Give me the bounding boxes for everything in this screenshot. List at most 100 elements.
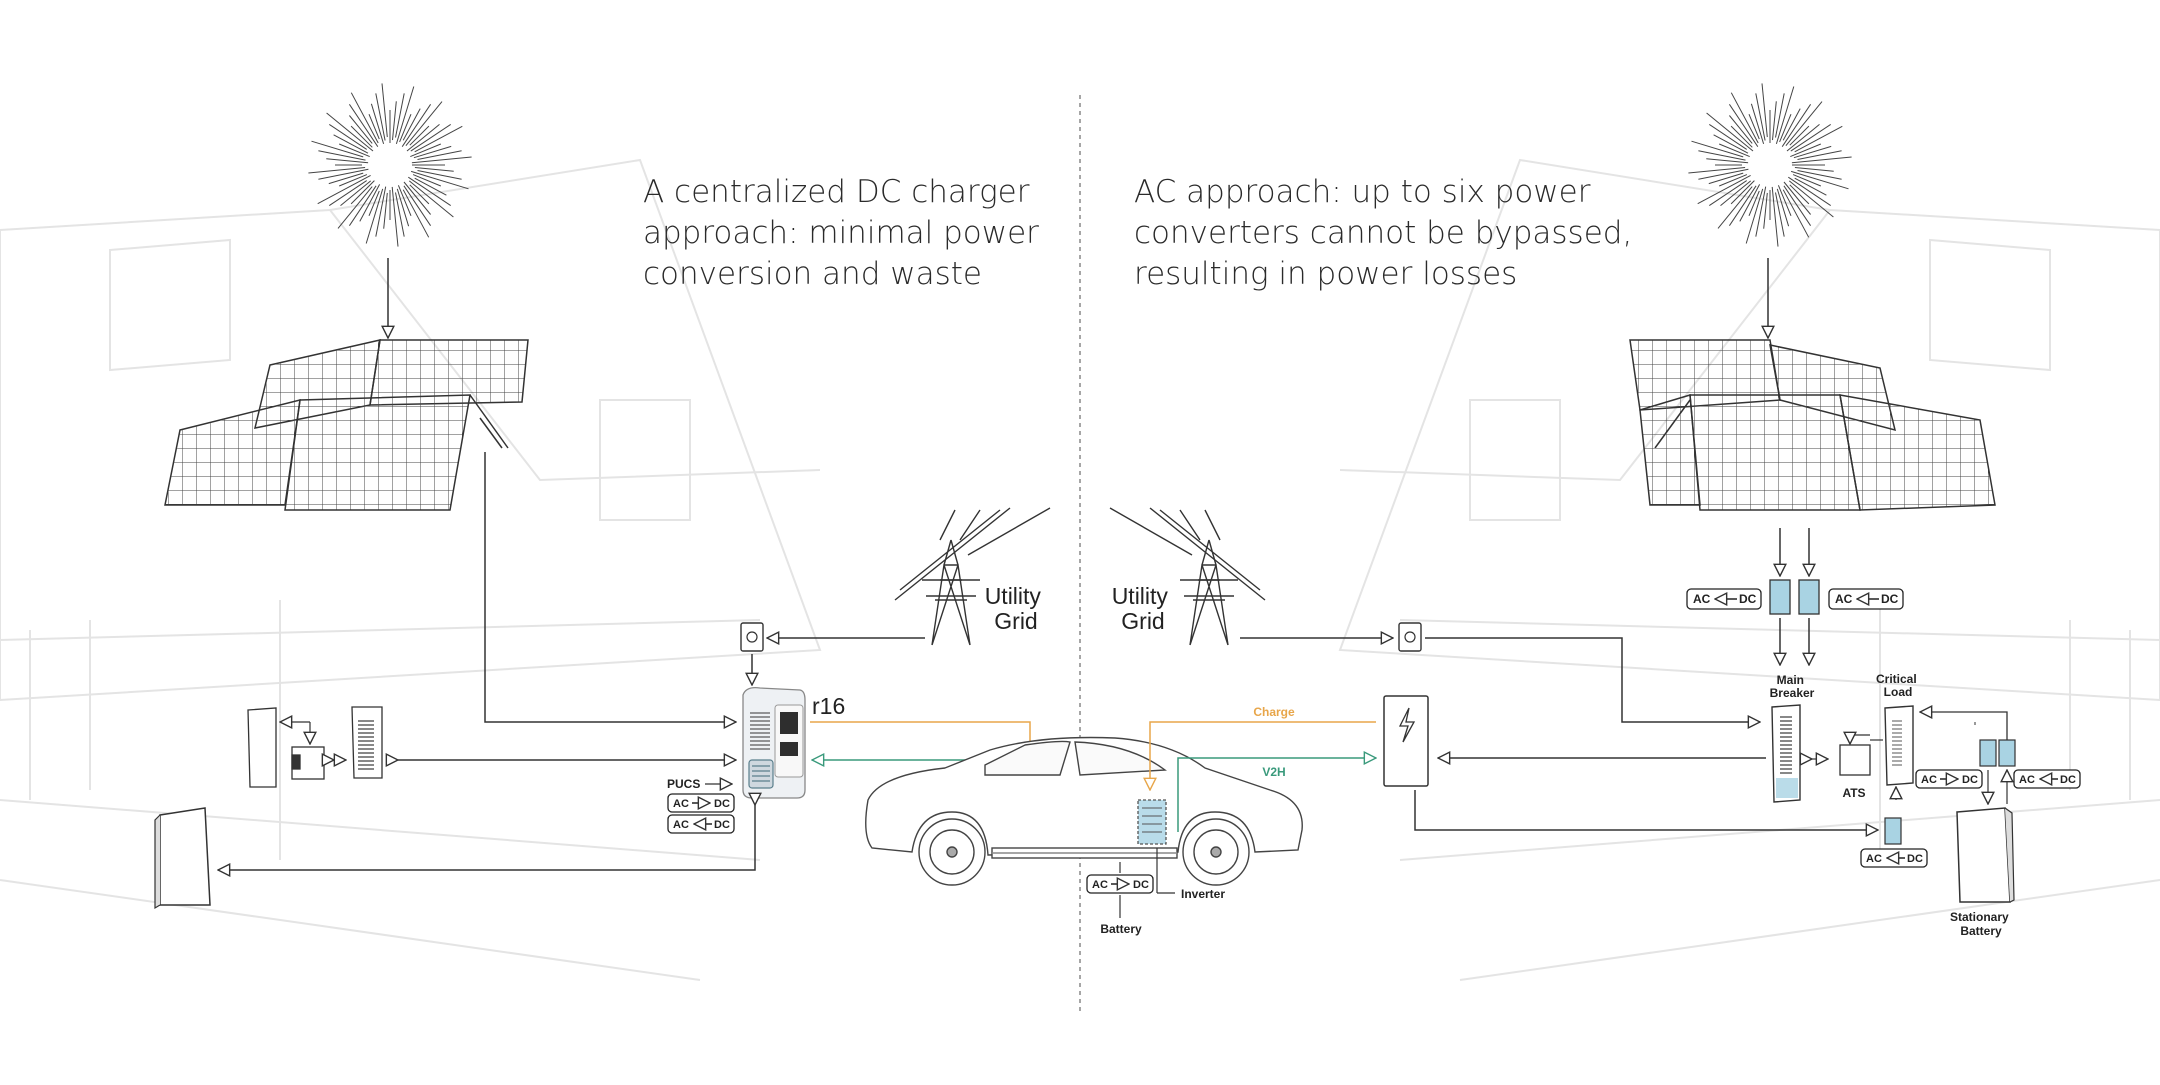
sun-ray: [1794, 146, 1831, 157]
utility-grid-label-left: Utility Grid: [985, 583, 1048, 634]
svg-text:DC: DC: [1739, 592, 1757, 606]
sun-ray: [329, 124, 366, 149]
sun-ray: [351, 126, 372, 147]
svg-text:DC: DC: [1907, 853, 1923, 865]
ats-label: ATS: [1842, 786, 1865, 800]
stationary-battery-label: Stationary Battery: [1950, 910, 2012, 938]
svg-text:AC: AC: [1866, 853, 1882, 865]
car-battery-pack: [1138, 800, 1166, 844]
sun-ray: [1776, 87, 1793, 144]
ac-charger: [1384, 696, 1428, 786]
sun-ray: [411, 171, 468, 188]
sun-ray: [1772, 187, 1778, 247]
svg-text:DC: DC: [714, 819, 730, 831]
svg-text:DC: DC: [1881, 592, 1899, 606]
svg-text:DC: DC: [2060, 774, 2076, 786]
svg-text:AC: AC: [673, 819, 689, 831]
sun-ray: [318, 175, 371, 203]
sun-icon-left: [308, 83, 471, 246]
dc-to-ac-badge-panel-1: AC DC: [1687, 589, 1761, 609]
svg-text:DC: DC: [714, 798, 730, 810]
pucs-label: PUCS: [667, 777, 700, 791]
left-title-line-3: conversion and waste: [643, 254, 1039, 295]
left-title: A centralized DC charger approach: minim…: [643, 172, 1039, 295]
sun-ray: [1792, 157, 1852, 163]
sun-ray: [1786, 102, 1822, 146]
stationary-battery-left: [155, 808, 210, 908]
sun-ray: [1777, 189, 1788, 226]
ac-to-dc-badge-load: AC DC: [1916, 770, 1982, 788]
critical-load-label: Critical Load: [1876, 672, 1920, 699]
load-converter-1: [1980, 740, 1996, 766]
load-feedback: [1920, 712, 2007, 740]
right-title: AC approach: up to six power converters …: [1134, 172, 1632, 295]
charge-label: Charge: [1253, 705, 1295, 719]
sun-ray: [397, 189, 408, 226]
sun-ray: [414, 146, 451, 157]
svg-text:DC: DC: [1133, 879, 1149, 891]
battery-converter: [1885, 818, 1901, 844]
svg-text:AC: AC: [1092, 879, 1108, 891]
svg-text:AC: AC: [2019, 774, 2035, 786]
sun-ray: [1709, 124, 1746, 149]
sun-ray: [1791, 171, 1848, 188]
main-breaker: [1772, 705, 1800, 802]
sun-ray: [1688, 168, 1745, 174]
sun-ray: [384, 193, 388, 229]
panel-converter-1: [1770, 580, 1790, 614]
solar-panels-left: [165, 340, 528, 510]
sun-ray: [392, 187, 398, 247]
sun-ray: [1789, 181, 1833, 217]
sun-ray: [1764, 193, 1768, 229]
sun-ray: [327, 113, 373, 151]
sun-ray: [412, 157, 472, 163]
sun-ray: [1729, 116, 1752, 144]
dc-to-ac-badge-load: AC DC: [2014, 770, 2080, 788]
critical-load-panel: [1885, 706, 1913, 785]
utility-grid-label-right: Utility Grid: [1112, 583, 1175, 634]
svg-text:AC: AC: [673, 798, 689, 810]
sun-ray: [396, 87, 413, 144]
sun-ray: [1731, 126, 1752, 147]
left-title-line-1: A centralized DC charger: [643, 172, 1039, 213]
battery-label: Battery: [1100, 922, 1142, 936]
svg-text:AC: AC: [1921, 774, 1937, 786]
stationary-battery-right: [1957, 808, 2014, 902]
main-breaker-label: Main Breaker: [1770, 673, 1815, 700]
sun-ray: [329, 181, 366, 206]
dc-to-ac-badge-battery: AC DC: [1861, 849, 1927, 867]
ac-to-dc-badge-left: AC DC: [668, 794, 734, 812]
meter-right: [1399, 623, 1421, 651]
meter-left: [741, 623, 763, 651]
right-title-line-1: AC approach: up to six power: [1134, 172, 1632, 213]
right-title-line-2: converters cannot be bypassed,: [1134, 213, 1632, 254]
ats-box: [1840, 745, 1870, 775]
panel-converter-2: [1799, 580, 1819, 614]
v2h-label: V2H: [1262, 765, 1285, 779]
right-title-line-3: resulting in power losses: [1134, 254, 1632, 295]
sun-ray: [406, 102, 442, 146]
inverter-label: Inverter: [1181, 887, 1225, 901]
car-ac-dc-badge: AC DC: [1087, 862, 1153, 918]
charger-to-battery-converter: [1415, 790, 1878, 830]
sun-ray: [308, 168, 365, 174]
sun-ray: [349, 116, 372, 144]
r16-charger: [743, 688, 805, 798]
meter-to-breaker-wire: [1425, 638, 1760, 722]
dc-to-ac-badge-left: AC DC: [668, 815, 734, 833]
svg-text:AC: AC: [1835, 592, 1853, 606]
sun-icon-right: [1688, 83, 1851, 246]
svg-text:AC: AC: [1693, 592, 1711, 606]
charger-name: r16: [812, 693, 845, 719]
sun-ray: [1731, 93, 1758, 143]
sun-ray: [1707, 113, 1753, 151]
svg-text:DC: DC: [1962, 774, 1978, 786]
load-converter-2: [1999, 740, 2015, 766]
solar-panels-right: [1630, 340, 1995, 510]
sun-ray: [351, 93, 378, 143]
solar-to-charger-wire: [485, 452, 736, 722]
dc-to-ac-badge-panel-2: AC DC: [1829, 589, 1903, 609]
sun-ray: [1709, 181, 1746, 206]
ats-to-load: [1850, 735, 1870, 744]
